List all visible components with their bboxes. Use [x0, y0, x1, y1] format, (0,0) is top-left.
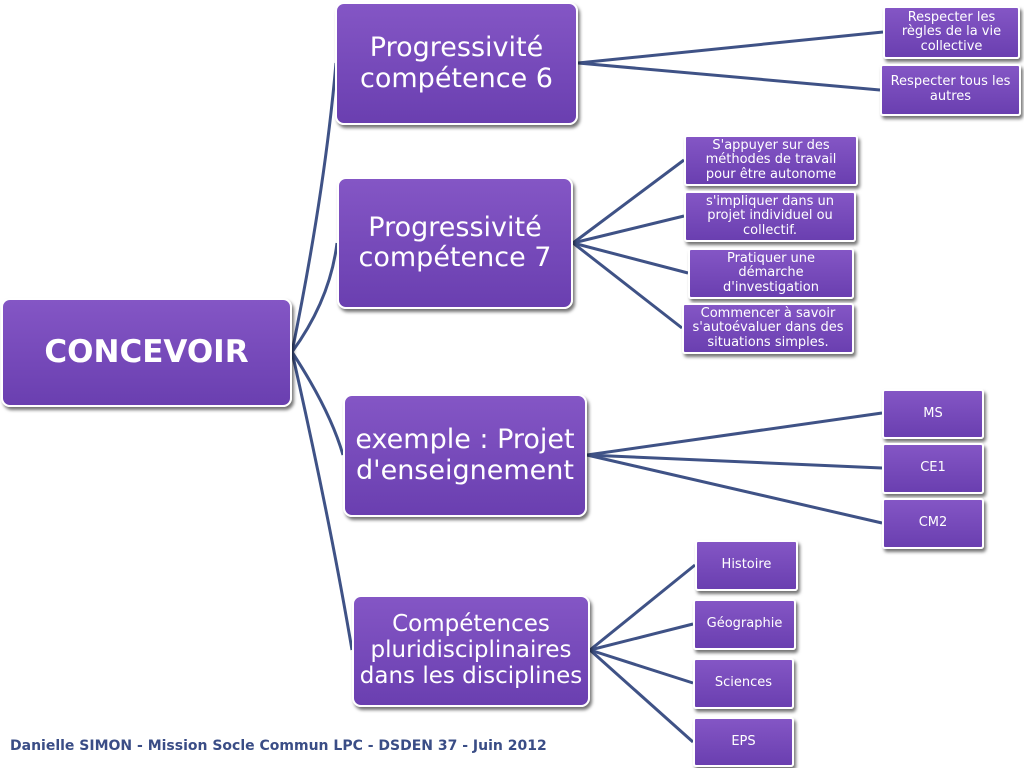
connector-b4-leaf-1: [589, 563, 696, 652]
branch-competences-pluridisciplinaires: Compétences pluridisciplinaires dans les…: [352, 595, 590, 707]
leaf-label: Sciences: [714, 675, 773, 691]
branch-competence-6: Progressivité compétence 6: [335, 2, 578, 125]
connector-b3-leaf-3: [586, 453, 883, 525]
leaf-label: CE1: [920, 460, 946, 476]
leaf-eps: EPS: [693, 717, 794, 767]
leaf-label: s'impliquer dans un projet individuel ou…: [706, 193, 834, 238]
connector-b4-leaf-3: [589, 648, 694, 685]
connector-b3-leaf-1: [586, 411, 883, 457]
connector-b2-leaf-3: [572, 241, 689, 275]
leaf-cm2: CM2: [882, 498, 984, 549]
leaf-regles-vie-collective: Respecter les règles de la vie collectiv…: [883, 6, 1020, 59]
root-node: CONCEVOIR: [1, 298, 292, 407]
leaf-label: EPS: [731, 733, 756, 749]
branch-label: Progressivité compétence 6: [360, 32, 553, 94]
branch-label: exemple : Projet d'enseignement: [355, 424, 575, 486]
leaf-autoevaluer: Commencer à savoir s'autoévaluer dans de…: [682, 303, 854, 354]
leaf-demarche-investigation: Pratiquer une démarche d'investigation: [688, 248, 854, 299]
connector-root-branch-4: [290, 351, 354, 651]
connector-b4-leaf-2: [589, 622, 694, 652]
leaf-sciences: Sciences: [693, 658, 794, 709]
leaf-label: S'appuyer sur des méthodes de travail po…: [705, 137, 837, 182]
leaf-label: MS: [923, 405, 943, 421]
connector-root-branch-2: [290, 242, 339, 353]
branch-competence-7: Progressivité compétence 7: [337, 177, 573, 309]
leaf-geographie: Géographie: [693, 599, 796, 650]
leaf-ce1: CE1: [882, 443, 984, 494]
leaf-methodes-travail: S'appuyer sur des méthodes de travail po…: [684, 135, 858, 186]
branch-projet-enseignement: exemple : Projet d'enseignement: [343, 394, 587, 517]
connector-root-branch-3: [290, 351, 345, 456]
connector-b2-leaf-4: [572, 241, 683, 330]
footer-credit: Danielle SIMON - Mission Socle Commun LP…: [10, 738, 547, 754]
connector-b1-leaf-1: [577, 30, 884, 65]
leaf-histoire: Histoire: [695, 540, 798, 591]
leaf-label: CM2: [918, 515, 948, 531]
connector-b2-leaf-1: [572, 158, 685, 245]
branch-label: Compétences pluridisciplinaires dans les…: [359, 611, 583, 689]
leaf-label: Géographie: [706, 616, 783, 632]
leaf-label: Pratiquer une démarche d'investigation: [723, 250, 819, 295]
leaf-ms: MS: [882, 389, 984, 439]
connector-b2-leaf-2: [572, 214, 685, 245]
connector-root-branch-1: [290, 62, 338, 353]
leaf-label: Respecter tous les autres: [890, 74, 1011, 104]
leaf-label: Commencer à savoir s'autoévaluer dans de…: [692, 305, 844, 350]
connector-b3-leaf-2: [586, 453, 883, 470]
leaf-label: Respecter les règles de la vie collectiv…: [901, 9, 1002, 54]
leaf-respecter-autres: Respecter tous les autres: [880, 64, 1021, 116]
leaf-label: Histoire: [721, 557, 772, 573]
leaf-projet-individuel: s'impliquer dans un projet individuel ou…: [684, 191, 856, 242]
root-node-label: CONCEVOIR: [44, 334, 249, 371]
connector-b1-leaf-2: [577, 61, 881, 92]
connector-b4-leaf-4: [589, 648, 694, 744]
branch-label: Progressivité compétence 7: [358, 211, 552, 273]
